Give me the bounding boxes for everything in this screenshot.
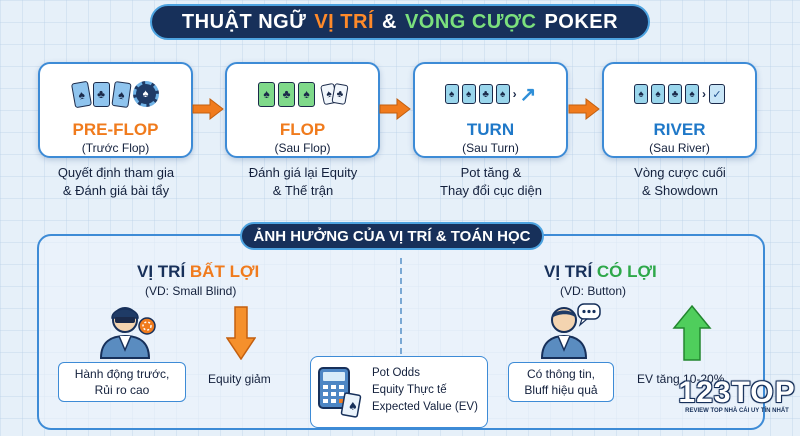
stage-desc: Quyết định tham gia & Đánh giá bài tẩy (21, 164, 211, 200)
spade-card-icon: ♠ (70, 80, 92, 108)
hand-of-cards-icon: ♣ (331, 82, 349, 106)
stage-river: ♠ ♠ ♣ ♠ › ✓ RIVER (Sau River) (602, 62, 757, 158)
stage-sub: (Sau River) (649, 141, 710, 155)
bad-position-note: Hành động trước, Rủi ro cao (58, 362, 186, 402)
person-with-cap-icon (99, 307, 156, 359)
flow-arrow-icon (192, 98, 224, 120)
title-part-1: THUẬT NGỮ (181, 10, 307, 33)
bad-position-sub: (VD: Small Blind) (145, 284, 237, 298)
bad-note-line: Rủi ro cao (94, 383, 150, 397)
stage-desc: Vòng cược cuối & Showdown (585, 164, 775, 200)
svg-text:♠: ♠ (348, 400, 358, 413)
spade-card-icon: ♠ (685, 84, 699, 104)
stage-desc-line: Quyết định tham gia (57, 165, 175, 180)
club-card-icon: ♣ (278, 81, 295, 107)
good-position-note: Có thông tin, Bluff hiệu quả (508, 362, 614, 402)
spade-card-icon: ♠ (634, 84, 648, 104)
poker-chip-icon: ♠ (132, 81, 159, 107)
good-position-title: VỊ TRÍ CÓ LỢI (544, 262, 657, 282)
stage-name: FLOP (279, 120, 326, 139)
stage-sub: (Trước Flop) (81, 141, 150, 155)
club-card-icon: ♣ (668, 84, 682, 104)
panel-title: ẢNH HƯỞNG CỦA VỊ TRÍ & TOÁN HỌC (240, 222, 544, 250)
person-speech-icon (540, 303, 601, 359)
bad-position-title: VỊ TRÍ BẤT LỢI (137, 262, 259, 282)
flow-arrow-icon (379, 98, 411, 120)
stage-desc-line: & Thế trận (272, 183, 334, 198)
math-concepts-list: Pot Odds Equity Thực tế Expected Value (… (372, 365, 478, 416)
title-part-4: VÒNG CƯỢC (404, 10, 537, 33)
spade-card-icon: ♠ (651, 84, 665, 104)
stage-desc-line: Thay đổi cục diện (440, 183, 542, 198)
stage-preflop: ♠ ♣ ♠ ♠ PRE-FLOP (Trước Flop) (38, 62, 193, 158)
brand-logo: 123TOP REVIEW TOP NHÀ CÁI UY TÍN NHẤT (678, 376, 796, 432)
math-concept-equity: Equity Thực tế (372, 384, 447, 396)
stage-name: RIVER (653, 120, 706, 139)
stage-desc-line: & Đánh giá bài tẩy (62, 183, 170, 198)
chevron-right-icon: › (512, 87, 517, 101)
flow-arrow-icon (568, 98, 600, 120)
math-concept-ev: Expected Value (EV) (372, 401, 478, 413)
club-card-icon: ♣ (92, 81, 110, 107)
stage-desc-line: & Showdown (642, 183, 718, 198)
stage-desc-line: Pot tăng & (460, 165, 522, 180)
good-position-title-b: CÓ LỢI (596, 262, 657, 281)
panel-divider (400, 258, 402, 354)
spade-card-icon: ♠ (258, 81, 275, 107)
title-part-3: & (382, 10, 397, 33)
stage-turn: ♠ ♠ ♣ ♠ › ↗ TURN (Sau Turn) (413, 62, 568, 158)
bad-position-title-a: VỊ TRÍ (137, 262, 186, 281)
stage-sub: (Sau Turn) (462, 141, 519, 155)
down-arrow-icon (226, 306, 256, 360)
math-concept-pot-odds: Pot Odds (372, 367, 420, 379)
brand-logo-mark: 123TOP (678, 376, 796, 409)
stage-name: PRE-FLOP (72, 120, 159, 139)
curved-arrow-icon: ↗ (519, 83, 537, 106)
calculator-icon: ♠ (318, 367, 362, 418)
title-part-2: VỊ TRÍ (314, 10, 374, 33)
spade-card-icon: ♠ (461, 84, 476, 104)
stage-desc-line: Đánh giá lại Equity (248, 165, 358, 180)
spade-card-icon: ♠ (298, 81, 315, 107)
checkmark-card-icon: ✓ (709, 84, 725, 104)
chevron-right-icon: › (702, 87, 706, 101)
spade-card-icon: ♠ (495, 84, 510, 104)
bad-position-title-b: BẤT LỢI (189, 262, 260, 281)
math-concepts-box: ♠ Pot Odds Equity Thực tế Expected Value… (310, 356, 488, 428)
stage-sub: (Sau Flop) (274, 141, 331, 155)
spade-card-icon: ♠ (444, 84, 459, 104)
stage-desc: Đánh giá lại Equity & Thế trận (208, 164, 398, 200)
spade-card-icon: ♠ (110, 80, 132, 108)
stage-flop: ♠ ♣ ♠ ♠ ♣ FLOP (Sau Flop) (225, 62, 380, 158)
up-arrow-icon (672, 304, 712, 361)
bad-position-effect: Equity giảm (208, 372, 271, 386)
good-position-effect: EV tăng 10-20% (637, 372, 725, 386)
stage-name: TURN (466, 120, 515, 139)
bad-note-line: Hành động trước, (74, 367, 170, 381)
good-position-title-a: VỊ TRÍ (544, 262, 593, 281)
club-card-icon: ♣ (478, 84, 493, 104)
brand-logo-tagline: REVIEW TOP NHÀ CÁI UY TÍN NHẤT (685, 408, 789, 414)
good-note-line: Bluff hiệu quả (524, 383, 598, 397)
stage-desc: Pot tăng & Thay đổi cục diện (396, 164, 586, 200)
stage-desc-line: Vòng cược cuối (634, 165, 726, 180)
page-title: THUẬT NGỮ VỊ TRÍ & VÒNG CƯỢC POKER (150, 4, 650, 40)
good-position-sub: (VD: Button) (560, 284, 627, 298)
title-part-5: POKER (544, 10, 619, 33)
good-note-line: Có thông tin, (526, 367, 596, 381)
